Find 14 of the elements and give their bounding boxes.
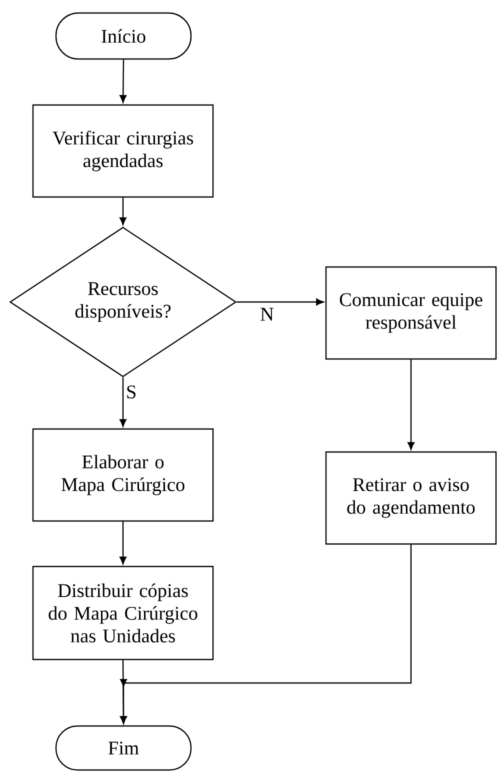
arrow [120,377,126,427]
process-box: Retirar o aviso do agendamento [325,451,497,545]
arrow [120,544,412,724]
process-box: Distribuir cópias do Mapa Cirúrgico nas Unidades [32,566,214,660]
arrow [236,298,324,306]
edge-label: N [258,306,276,322]
process-box: Elaborar o Mapa Cirúrgico [32,428,214,522]
edge-label: S [124,384,138,400]
arrow [120,198,126,226]
arrow [120,522,126,564]
process-box: Comunicar equipe responsável [325,266,497,360]
arrow [408,360,414,450]
process-box: Verificar cirurgias agendadas [32,104,214,198]
arrow [120,60,127,103]
